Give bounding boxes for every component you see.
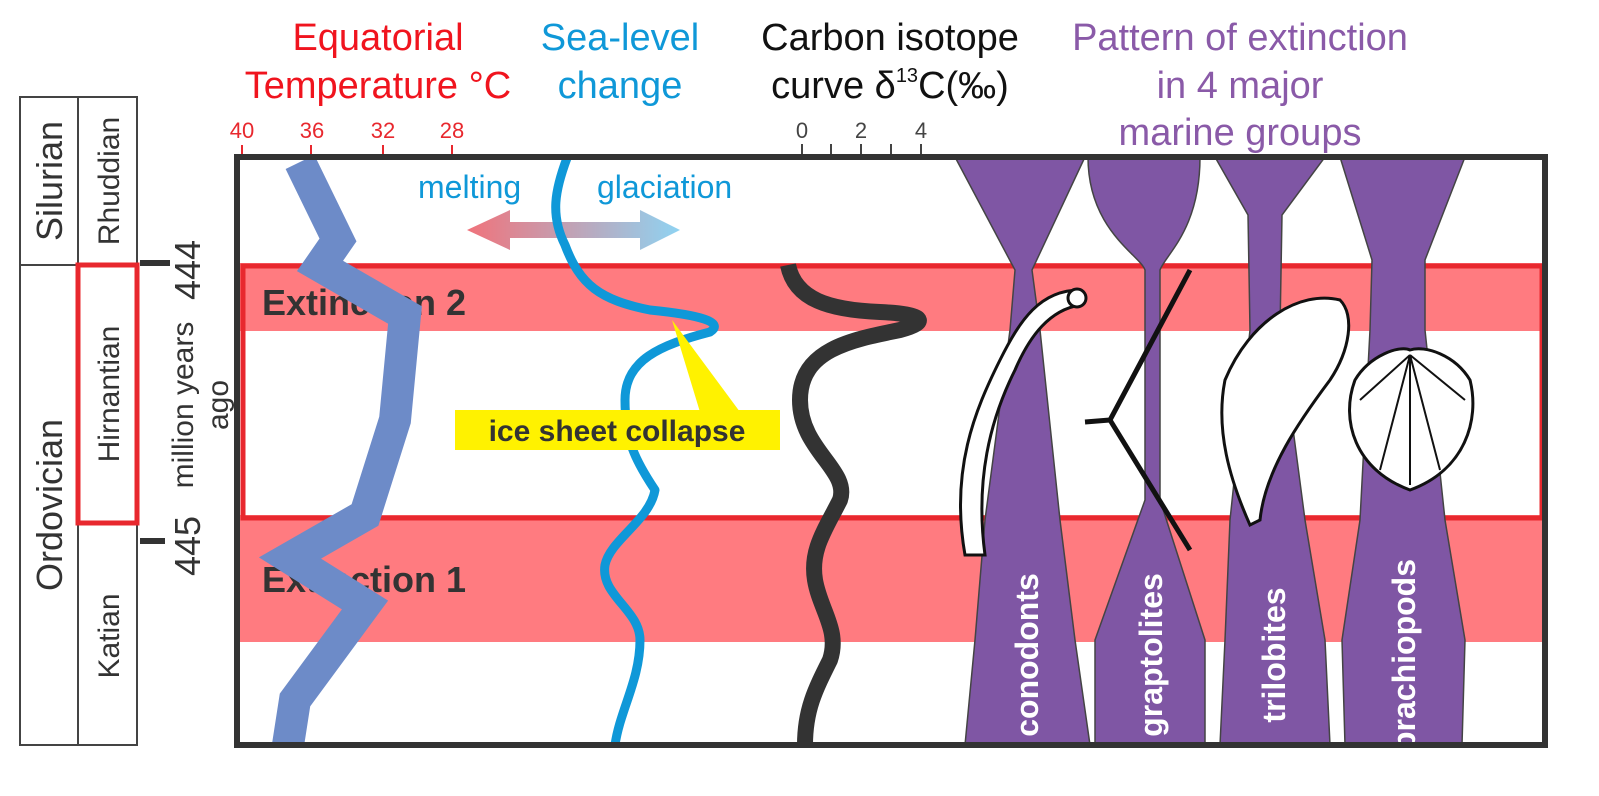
temperature-curve	[258, 154, 422, 748]
stratigraphy-labels: Silurian Ordovician Rhuddian Hirnantian …	[29, 117, 235, 679]
temperature-header: Equatorial Temperature °C	[245, 17, 512, 107]
sea-level-header-line1: Sea-level	[541, 17, 699, 59]
carbon-tick-label: 0	[796, 118, 808, 143]
diagram-frame	[234, 154, 1548, 748]
extinction-header-line2: in 4 major	[1157, 65, 1324, 107]
extinction-1-band	[240, 515, 1545, 642]
temp-tick-label: 28	[440, 118, 464, 143]
stage-katian: Katian	[93, 593, 126, 678]
conodont-fossil-icon	[958, 287, 1088, 557]
ice-sheet-pointer	[672, 320, 740, 412]
age-444: 444	[167, 240, 208, 300]
melting-glaciation-arrow	[467, 210, 680, 250]
carbon-header: Carbon isotope curve δ13C(‰)	[761, 17, 1019, 107]
temp-tick-label: 36	[300, 118, 324, 143]
trilobite-fossil-icon	[1220, 296, 1351, 528]
age-unit-line1: million years	[167, 322, 200, 489]
ice-sheet-label: ice sheet collapse	[489, 415, 746, 448]
extinction-header-line1: Pattern of extinction	[1072, 17, 1408, 59]
group-label-graptolites: graptolites	[1133, 573, 1169, 737]
hirnantian-highlight	[75, 262, 140, 526]
ice-sheet-label-box	[455, 410, 780, 450]
stage-rhuddian: Rhuddian	[93, 117, 126, 245]
stage-hirnantian: Hirnantian	[93, 326, 126, 463]
carbon-header-line2: curve δ13C(‰)	[771, 65, 1009, 107]
temperature-header-line2: Temperature °C	[245, 65, 512, 107]
sea-level-curve	[551, 156, 719, 746]
group-label-trilobites: trilobites	[1256, 587, 1292, 722]
carbon-tick-label: 2	[855, 118, 867, 143]
temperature-header-line1: Equatorial	[292, 17, 463, 59]
temp-tick-label: 40	[230, 118, 254, 143]
glaciation-label: glaciation	[597, 169, 732, 205]
sea-level-header-line2: change	[558, 65, 683, 107]
period-silurian: Silurian	[29, 121, 70, 241]
extinction-header-line3: marine groups	[1119, 112, 1362, 154]
carbon-tick-label: 4	[915, 118, 927, 143]
carbon-header-line1: Carbon isotope	[761, 17, 1019, 59]
sea-level-header: Sea-level change	[541, 17, 699, 107]
brachiopod-fossil-icon	[1348, 347, 1475, 492]
age-445: 445	[167, 516, 208, 576]
age-ticks	[140, 260, 170, 544]
group-label-brachiopods: brachiopods	[1386, 559, 1422, 751]
melting-label: melting	[418, 169, 521, 205]
temperature-axis: 40 36 32 28	[230, 118, 464, 160]
carbon-axis: 0 2 4	[796, 118, 927, 157]
period-ordovician: Ordovician	[29, 419, 70, 591]
temp-tick-label: 32	[371, 118, 395, 143]
extinction-header: Pattern of extinction in 4 major marine …	[1072, 17, 1408, 154]
age-unit-line2: ago	[202, 380, 235, 430]
group-label-conodonts: conodonts	[1009, 573, 1045, 737]
carbon-isotope-curve	[780, 262, 927, 746]
group-labels: conodonts graptolites trilobites brachio…	[1009, 559, 1422, 751]
graptolite-fossil-icon	[1084, 268, 1193, 552]
